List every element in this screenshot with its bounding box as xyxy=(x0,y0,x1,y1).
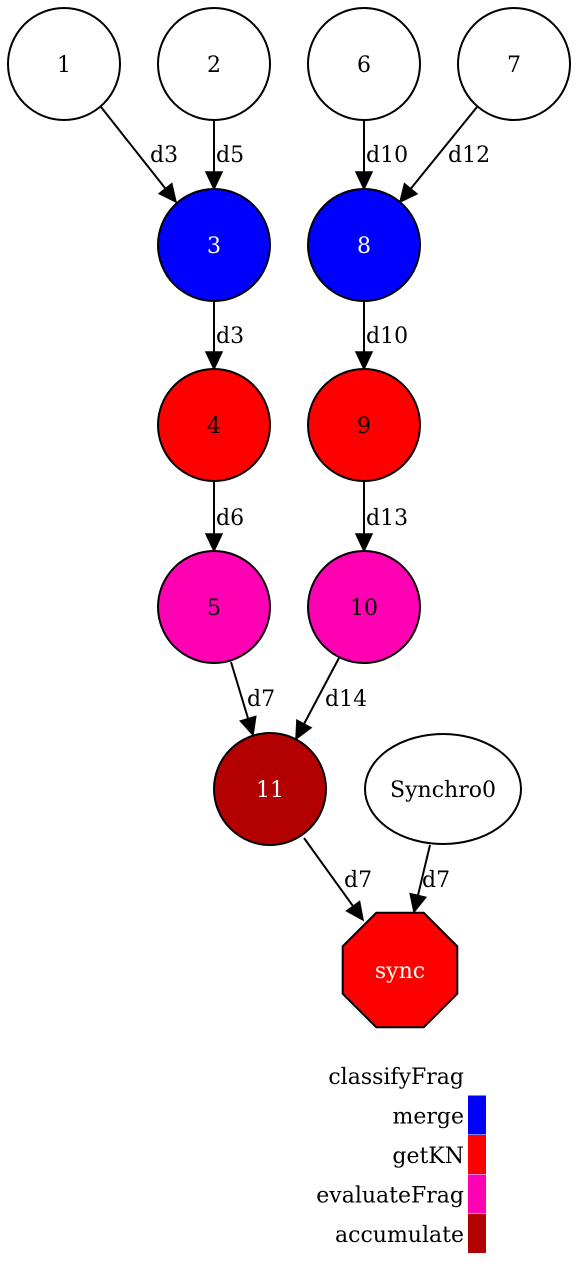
node-shape xyxy=(157,368,271,482)
node-shape xyxy=(7,7,121,121)
edge-label: d5 xyxy=(216,143,244,168)
node-label: 9 xyxy=(357,414,371,439)
node-label: sync xyxy=(375,959,425,984)
edge-n3-n4: d3 xyxy=(204,302,244,371)
edge-label: d10 xyxy=(366,324,408,349)
edge-label: d12 xyxy=(448,143,490,168)
nodes-layer: 1 2 6 7 3 8 4 9 5 10 11 Synchro0 sync xyxy=(7,7,571,1029)
node-label: 1 xyxy=(57,53,71,78)
legend: classifyFrag merge getKN evaluateFrag accumu… xyxy=(316,1065,486,1253)
legend-label: classifyFrag xyxy=(328,1065,464,1090)
node-shape xyxy=(341,911,459,1029)
node-n8: 8 xyxy=(307,188,421,302)
arrowhead xyxy=(409,892,428,914)
legend-entry-getKN: getKN xyxy=(392,1135,486,1174)
node-n3: 3 xyxy=(157,188,271,302)
node-n10: 10 xyxy=(307,550,421,664)
edge-line xyxy=(303,837,354,907)
node-n4: 4 xyxy=(157,368,271,482)
arrowhead xyxy=(204,171,224,191)
node-label: 11 xyxy=(256,778,284,803)
legend-swatch xyxy=(468,1174,486,1214)
node-shape xyxy=(157,188,271,302)
edge-label: d3 xyxy=(216,324,244,349)
arrowhead xyxy=(354,171,374,191)
legend-label: accumulate xyxy=(335,1223,464,1248)
edge-label: d13 xyxy=(366,506,408,531)
edge-line xyxy=(409,106,478,190)
edge-n7-n8: d12 xyxy=(398,106,490,204)
edge-n2-n3: d5 xyxy=(204,121,244,191)
node-shape xyxy=(307,7,421,121)
edge-line xyxy=(100,106,167,190)
node-label: 3 xyxy=(207,234,221,259)
node-label: 5 xyxy=(207,596,221,621)
edge-label: d6 xyxy=(216,506,244,531)
edge-label: d7 xyxy=(247,687,275,712)
node-shape xyxy=(213,732,327,846)
arrowhead xyxy=(345,900,365,922)
legend-label: getKN xyxy=(392,1144,464,1169)
arrowhead xyxy=(295,719,313,741)
node-shape xyxy=(457,7,571,121)
node-shape xyxy=(307,550,421,664)
arrowhead xyxy=(204,533,224,553)
edge-label: d14 xyxy=(325,687,367,712)
node-n1: 1 xyxy=(7,7,121,121)
edge-label: d10 xyxy=(366,143,408,168)
node-n11: 11 xyxy=(213,732,327,846)
edge-line xyxy=(416,844,431,896)
node-n5: 5 xyxy=(157,550,271,664)
edge-n1-n3: d3 xyxy=(100,106,178,204)
node-shape xyxy=(307,188,421,302)
arrowhead xyxy=(204,351,224,371)
edges-layer: d3 d5 d10 d12 d3 d10 d6 d13 d7 d14 d7 d7 xyxy=(100,106,490,922)
edge-n4-n5: d6 xyxy=(204,482,244,553)
node-synchro0: Synchro0 xyxy=(364,733,522,845)
edge-n9-n10: d13 xyxy=(354,482,408,553)
edge-n5-n11: d7 xyxy=(230,661,275,737)
edge-label: d7 xyxy=(422,868,450,893)
node-shape xyxy=(364,733,522,845)
edge-n11-sync: d7 xyxy=(303,837,372,922)
node-n2: 2 xyxy=(157,7,271,121)
arrowhead xyxy=(354,533,374,553)
legend-swatch xyxy=(468,1135,486,1174)
edge-synchro0-sync: d7 xyxy=(409,844,450,914)
arrowhead xyxy=(239,715,257,737)
legend-label: evaluateFrag xyxy=(316,1184,464,1209)
node-label: 8 xyxy=(357,234,371,259)
node-shape xyxy=(157,550,271,664)
node-label: 4 xyxy=(207,414,221,439)
node-n7: 7 xyxy=(457,7,571,121)
legend-label: merge xyxy=(393,1105,465,1130)
node-label: Synchro0 xyxy=(390,778,496,803)
node-label: 10 xyxy=(350,596,378,621)
edge-line xyxy=(230,661,250,720)
edge-line xyxy=(303,657,340,725)
node-shape xyxy=(157,7,271,121)
legend-entry-classifyFrag: classifyFrag xyxy=(328,1065,464,1090)
node-n6: 6 xyxy=(307,7,421,121)
arrowhead xyxy=(157,182,178,204)
node-label: 7 xyxy=(507,53,521,78)
legend-entry-merge: merge xyxy=(393,1095,486,1135)
legend-entry-accumulate: accumulate xyxy=(335,1214,486,1253)
arrowhead xyxy=(354,351,374,371)
edge-label: d7 xyxy=(344,868,372,893)
node-n9: 9 xyxy=(307,368,421,482)
legend-entry-evaluateFrag: evaluateFrag xyxy=(316,1174,486,1214)
legend-swatch xyxy=(468,1095,486,1135)
edge-n6-n8: d10 xyxy=(354,121,408,191)
node-sync: sync xyxy=(341,911,459,1029)
node-label: 6 xyxy=(357,53,371,78)
node-shape xyxy=(307,368,421,482)
arrowhead xyxy=(398,182,419,204)
edge-n8-n9: d10 xyxy=(354,302,408,371)
edge-n10-n11: d14 xyxy=(295,657,367,741)
node-label: 2 xyxy=(207,53,221,78)
edge-label: d3 xyxy=(150,143,178,168)
legend-swatch xyxy=(468,1214,486,1253)
